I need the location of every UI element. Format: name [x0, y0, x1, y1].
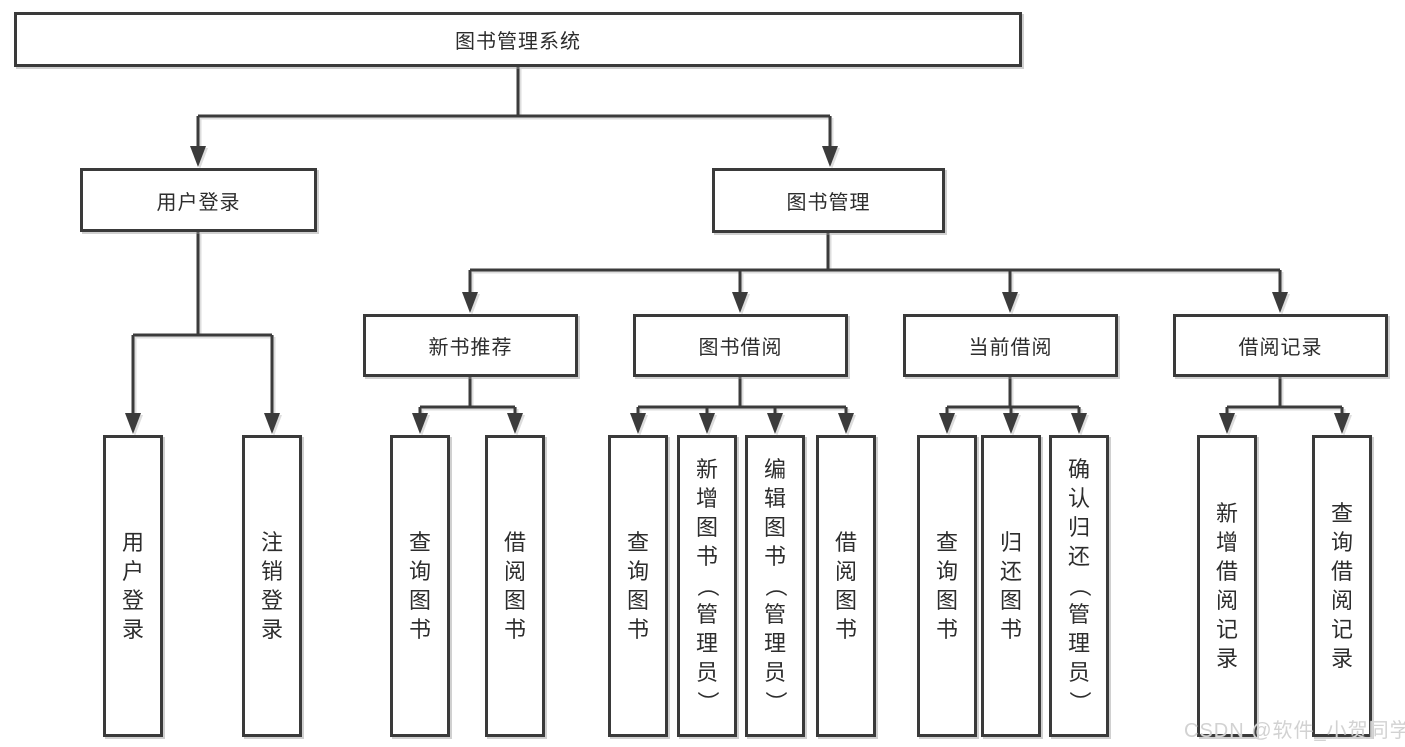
node-label: 查询借阅记录: [1330, 500, 1353, 671]
node-label: 查询图书: [935, 529, 958, 642]
node-edit-books-admin: 编辑图书（管理员）: [745, 435, 805, 737]
node-new-book-recommend: 新书推荐: [363, 314, 578, 377]
node-label: 新书推荐: [428, 337, 513, 359]
node-query-books-borrow: 查询图书: [608, 435, 668, 737]
node-label: 用户登录: [121, 529, 144, 642]
node-logout: 注销登录: [242, 435, 302, 737]
node-label: 查询图书: [408, 529, 431, 642]
node-query-borrow-record: 查询借阅记录: [1312, 435, 1372, 737]
node-root-label: 图书管理系统: [455, 31, 581, 53]
node-label: 借阅图书: [834, 529, 857, 642]
node-label: 注销登录: [260, 529, 283, 642]
node-label: 编辑图书（管理员）: [762, 457, 788, 714]
node-label: 图书管理: [786, 192, 871, 214]
node-current-borrow: 当前借阅: [903, 314, 1118, 377]
node-label: 图书借阅: [698, 337, 783, 359]
node-label: 借阅记录: [1238, 337, 1323, 359]
node-book-management: 图书管理: [712, 168, 945, 233]
node-label: 借阅图书: [503, 529, 526, 642]
node-query-books-current: 查询图书: [917, 435, 977, 737]
node-confirm-return-admin: 确认归还（管理员）: [1049, 435, 1109, 737]
node-book-borrow: 图书借阅: [633, 314, 848, 377]
node-add-books-admin: 新增图书（管理员）: [677, 435, 737, 737]
node-query-books-recommend: 查询图书: [390, 435, 450, 737]
node-return-books: 归还图书: [981, 435, 1041, 737]
node-borrow-records: 借阅记录: [1173, 314, 1388, 377]
node-label: 归还图书: [999, 529, 1022, 642]
node-label: 确认归还（管理员）: [1066, 457, 1092, 714]
node-label: 新增图书（管理员）: [694, 457, 720, 714]
csdn-watermark: CSDN @软件_小贺同学: [1184, 720, 1405, 742]
node-label: 用户登录: [156, 191, 241, 214]
node-user-login-group: 用户登录: [80, 168, 317, 232]
node-borrow-books: 借阅图书: [816, 435, 876, 737]
node-user-login: 用户登录: [103, 435, 163, 737]
node-borrow-books-recommend: 借阅图书: [485, 435, 545, 737]
node-label: 新增借阅记录: [1215, 500, 1238, 671]
node-label: 当前借阅: [968, 337, 1053, 359]
node-label: 查询图书: [626, 529, 649, 642]
node-root: 图书管理系统: [14, 12, 1022, 67]
node-add-borrow-record: 新增借阅记录: [1197, 435, 1257, 737]
